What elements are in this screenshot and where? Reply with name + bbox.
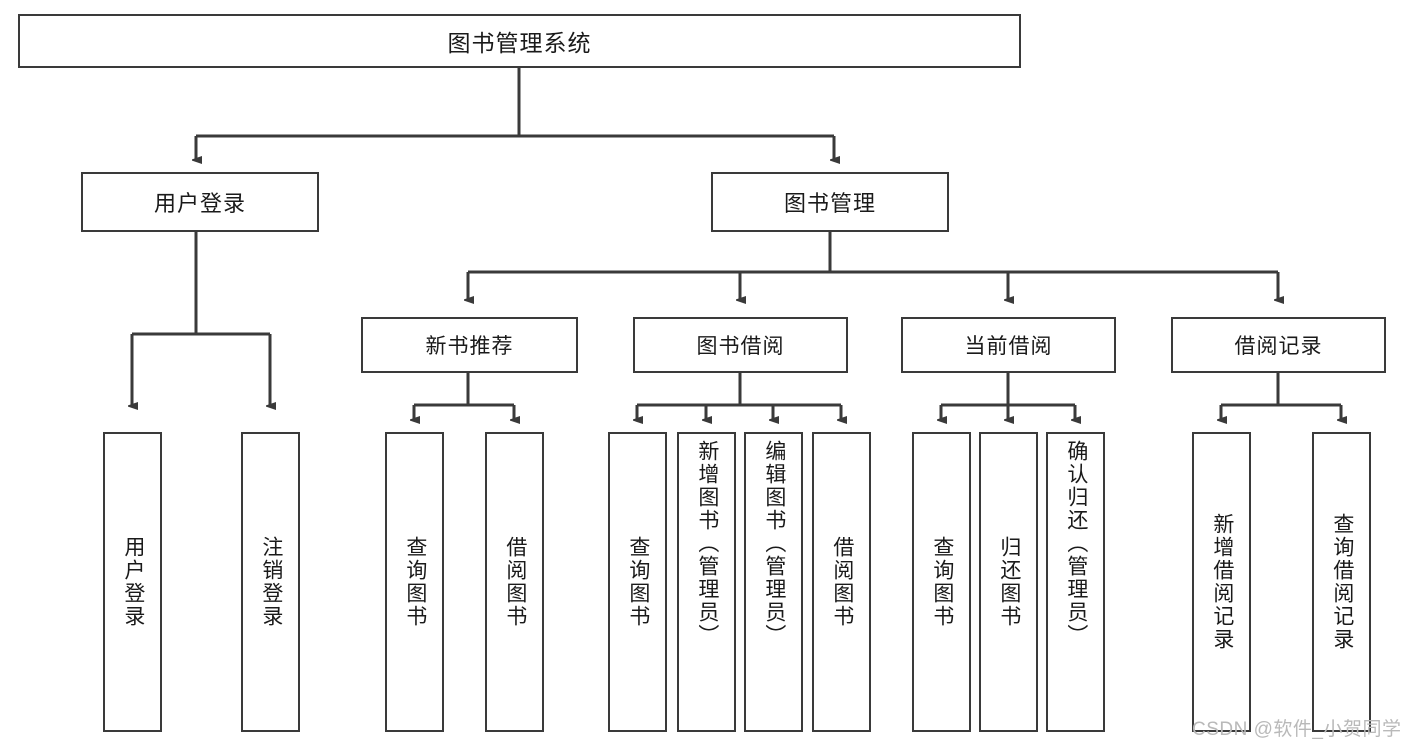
leaf-edit-book-admin[interactable]: 编辑图书（管理员） [744,432,803,732]
leaf-label: 查询图书 [403,536,427,628]
leaf-confirm-return-admin[interactable]: 确认归还（管理员） [1046,432,1105,732]
leaf-add-borrow-record[interactable]: 新增借阅记录 [1192,432,1251,732]
leaf-borrow-books[interactable]: 借阅图书 [812,432,871,732]
leaf-label: 用户登录 [121,536,145,628]
leaf-query-books-new[interactable]: 查询图书 [385,432,444,732]
node-label: 图书管理 [783,191,876,216]
leaf-label: 查询借阅记录 [1330,513,1354,651]
node-user-login[interactable]: 用户登录 [81,172,319,232]
leaf-label: 借阅图书 [503,536,527,628]
leaf-add-book-admin[interactable]: 新增图书（管理员） [677,432,736,732]
node-root-book-management-system[interactable]: 图书管理系统 [18,14,1021,68]
node-label: 当前借阅 [964,335,1053,358]
leaf-borrow-books-new[interactable]: 借阅图书 [485,432,544,732]
node-label: 借阅记录 [1234,335,1323,358]
leaf-query-books-current[interactable]: 查询图书 [912,432,971,732]
node-new-book-recommendation[interactable]: 新书推荐 [361,317,578,373]
leaf-label: 查询图书 [930,536,954,628]
watermark-text: CSDN @软件_小贺同学 [1192,719,1402,740]
node-label: 图书借阅 [696,335,785,358]
leaf-user-login[interactable]: 用户登录 [103,432,162,732]
leaf-label: 确认归还（管理员） [1064,440,1088,647]
leaf-label: 新增图书（管理员） [695,440,719,647]
leaf-return-books[interactable]: 归还图书 [979,432,1038,732]
csdn-watermark: CSDN @软件_小贺同学 [1192,714,1401,741]
node-book-management[interactable]: 图书管理 [711,172,949,232]
leaf-logout[interactable]: 注销登录 [241,432,300,732]
node-label: 图书管理系统 [447,30,592,56]
leaf-query-borrow-record[interactable]: 查询借阅记录 [1312,432,1371,732]
leaf-label: 借阅图书 [830,536,854,628]
leaf-label: 归还图书 [997,536,1021,628]
node-label: 新书推荐 [425,335,514,358]
leaf-label: 查询图书 [626,536,650,628]
node-current-borrowing[interactable]: 当前借阅 [901,317,1116,373]
leaf-label: 新增借阅记录 [1210,513,1234,651]
node-borrowing-records[interactable]: 借阅记录 [1171,317,1386,373]
node-label: 用户登录 [153,191,246,216]
leaf-label: 编辑图书（管理员） [762,440,786,647]
node-book-borrowing[interactable]: 图书借阅 [633,317,848,373]
leaf-query-books-borrow[interactable]: 查询图书 [608,432,667,732]
leaf-label: 注销登录 [259,536,283,628]
